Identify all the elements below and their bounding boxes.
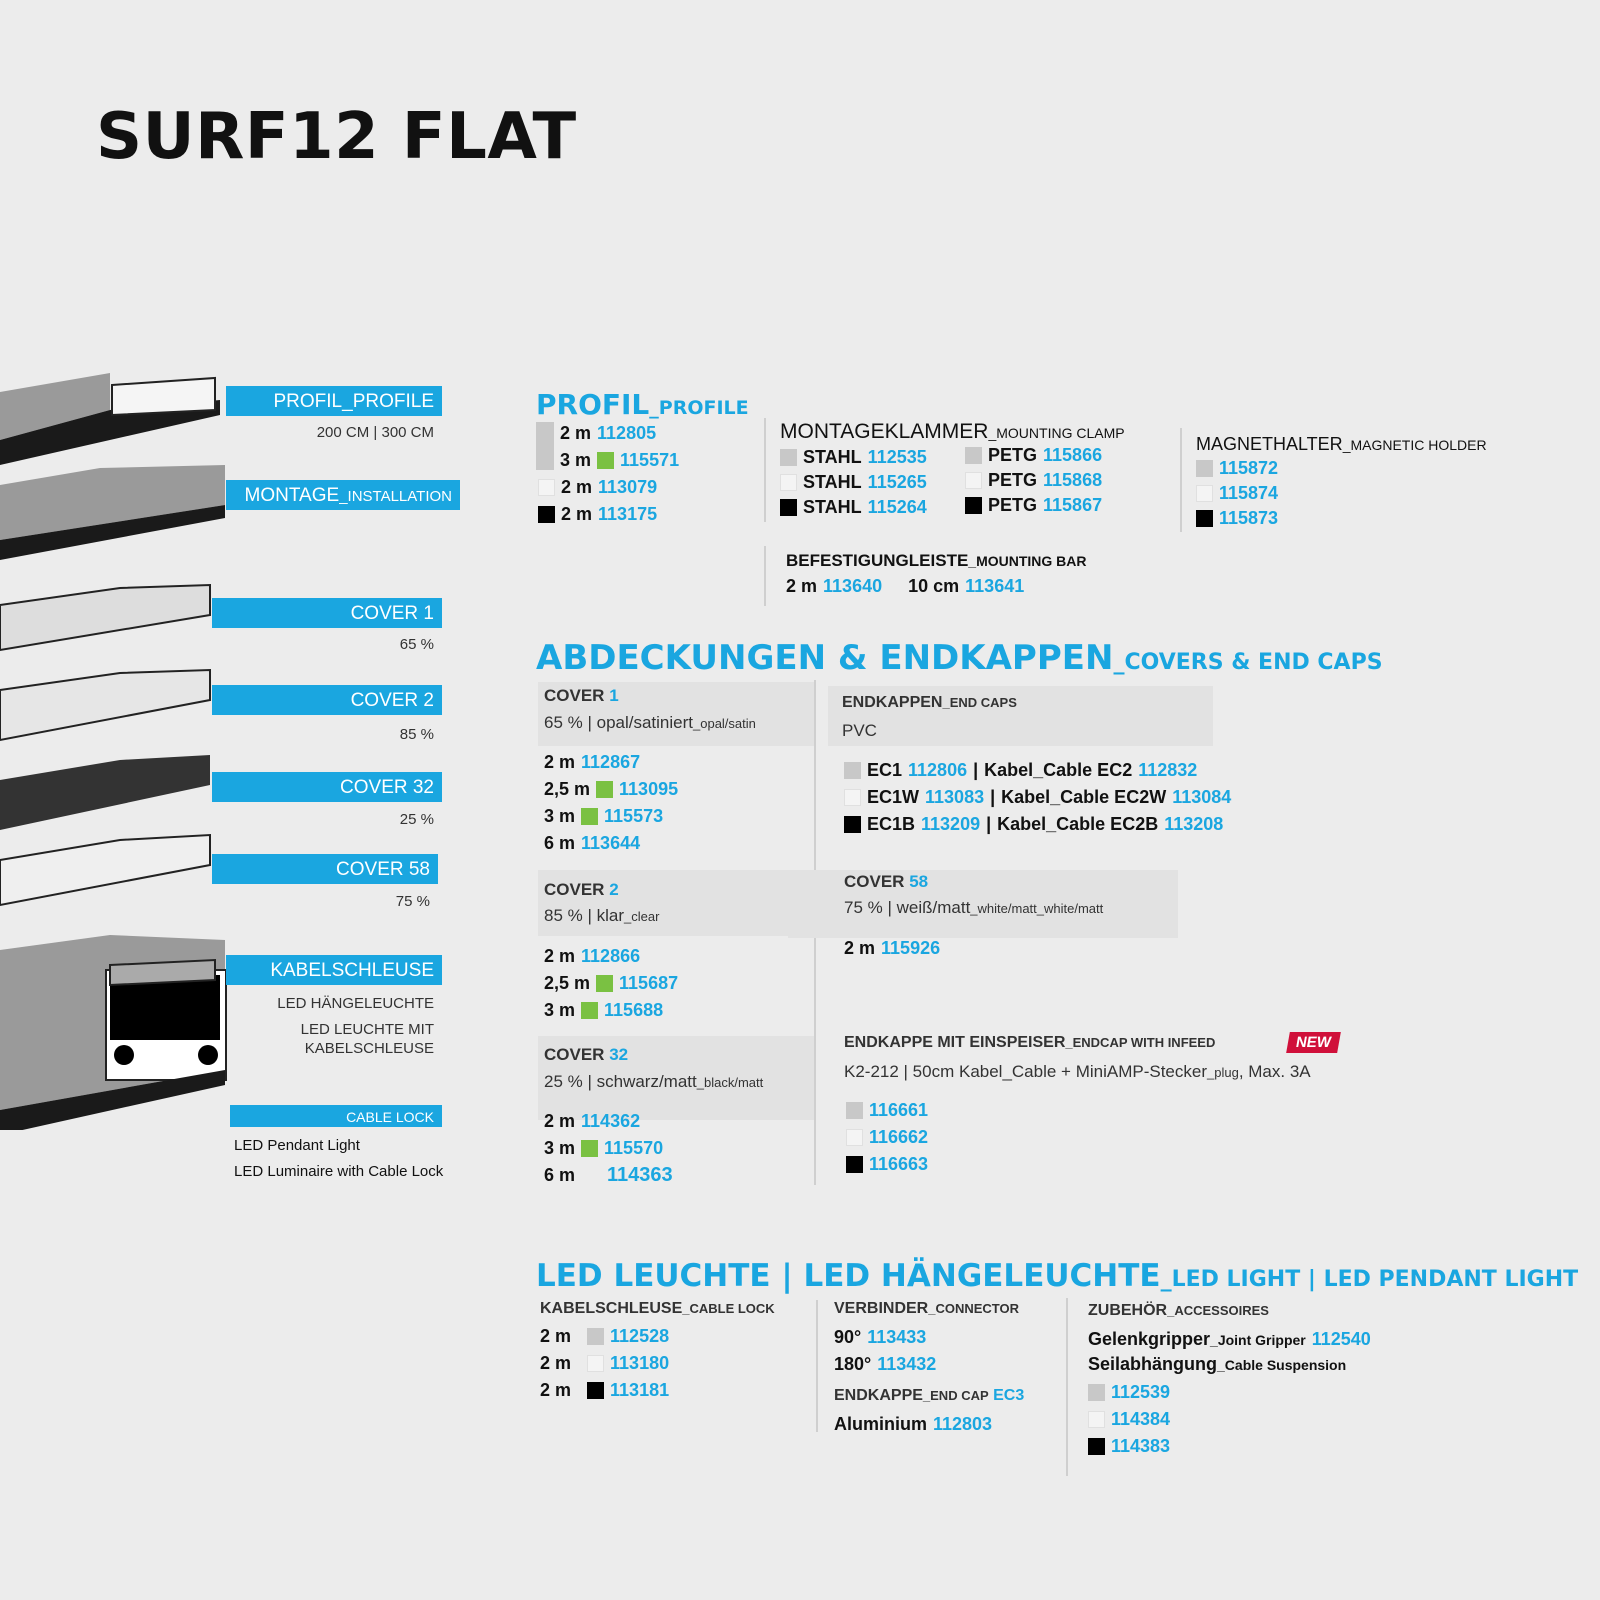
verb-row-90: 90°113433 xyxy=(834,1327,927,1347)
page-title: SURF12 FLAT xyxy=(96,100,577,174)
zub-suspension: Seilabhängung_Cable Suspension xyxy=(1088,1354,1347,1374)
divider xyxy=(816,1300,818,1432)
kabel-sub3: KABELSCHLEUSE xyxy=(304,1040,434,1057)
profile-illustrations xyxy=(0,373,227,1130)
cover58-box xyxy=(788,870,1178,938)
verb-row-180: 180°113432 xyxy=(834,1354,937,1374)
cover2-label: COVER 2 xyxy=(212,685,442,715)
cover1-desc: 65 % | opal/satiniert_opal/satin xyxy=(544,713,756,732)
cablelock-sub1: LED Pendant Light xyxy=(234,1137,360,1154)
covers-heading: ABDECKUNGEN & ENDKAPPEN_COVERS & END CAP… xyxy=(536,638,1383,678)
cover32-box xyxy=(538,1036,814,1120)
divider xyxy=(764,546,766,606)
profil-heading: PROFIL_PROFILE xyxy=(536,388,749,421)
endcaps-sub: PVC xyxy=(842,721,877,740)
divider xyxy=(764,418,766,522)
kabel-heading: KABELSCHLEUSE_CABLE LOCK xyxy=(540,1300,775,1317)
divider xyxy=(1180,428,1182,532)
endk-heading: ENDKAPPE_END CAP EC3 xyxy=(834,1387,1025,1404)
led-heading: LED LEUCHTE | LED HÄNGELEUCHTE_LED LIGHT… xyxy=(536,1258,1579,1294)
cover2-sub: 85 % xyxy=(399,726,434,743)
infeed-desc: K2-212 | 50cm Kabel_Cable + MiniAMP-Stec… xyxy=(844,1062,1311,1081)
magnet-heading: MAGNETHALTER_MAGNETIC HOLDER xyxy=(1196,434,1487,454)
zub-list: 112539 114384 114383 xyxy=(1088,1379,1170,1460)
bar-heading: BEFESTIGUNGLEISTE_MOUNTING BAR xyxy=(786,551,1087,570)
montage-heading: MONTAGEKLAMMER_MOUNTING CLAMP xyxy=(780,420,1125,443)
kabel-label: KABELSCHLEUSE xyxy=(226,955,442,985)
zub-heading: ZUBEHÖR_ACCESSOIRES xyxy=(1088,1302,1269,1319)
profil-sub: 200 CM | 300 CM xyxy=(316,424,434,441)
magnet-list: 115872 115874 115873 xyxy=(1196,456,1278,531)
cover2-box xyxy=(538,870,814,936)
cablelock-label: CABLE LOCK xyxy=(230,1105,442,1127)
profil-label: PROFIL_PROFILE xyxy=(226,386,442,416)
cover58-heading: COVER 58 xyxy=(844,872,929,891)
montage-label: MONTAGE_INSTALLATION xyxy=(226,480,460,510)
cover1-box xyxy=(538,682,814,746)
endcaps-heading: ENDKAPPEN_END CAPS xyxy=(842,694,1017,711)
cover58-sub: 75 % xyxy=(395,893,430,910)
cover32-sub: 25 % xyxy=(399,811,434,828)
cablelock-sub2: LED Luminaire with Cable Lock xyxy=(234,1163,444,1180)
cover1-sub: 65 % xyxy=(399,636,434,653)
infeed-heading: ENDKAPPE MIT EINSPEISER_ENDCAP WITH INFE… xyxy=(844,1034,1216,1051)
cover32-desc: 25 % | schwarz/matt_black/matt xyxy=(544,1072,764,1091)
kabel-sub1: LED HÄNGELEUCHTE xyxy=(277,995,434,1012)
profil-gray-swatch xyxy=(536,422,554,470)
cover2-heading: COVER 2 xyxy=(544,880,619,899)
cover32-label: COVER 32 xyxy=(212,772,442,802)
divider xyxy=(1066,1298,1068,1476)
cover32-heading: COVER 32 xyxy=(544,1045,629,1064)
cover1-label: COVER 1 xyxy=(212,598,442,628)
infeed-list: 116661 116662 116663 xyxy=(846,1097,928,1178)
kabel-sub2: LED LEUCHTE MIT xyxy=(300,1021,434,1038)
new-badge: NEW xyxy=(1286,1032,1341,1053)
cover2-desc: 85 % | klar_clear xyxy=(544,906,660,925)
cover58-label: COVER 58 xyxy=(212,854,438,884)
cover1-heading: COVER 1 xyxy=(544,686,619,705)
cover58-desc: 75 % | weiß/matt_white/matt_white/matt xyxy=(844,898,1104,917)
endcaps-box xyxy=(828,686,1213,746)
verb-heading: VERBINDER_CONNECTOR xyxy=(834,1300,1020,1317)
